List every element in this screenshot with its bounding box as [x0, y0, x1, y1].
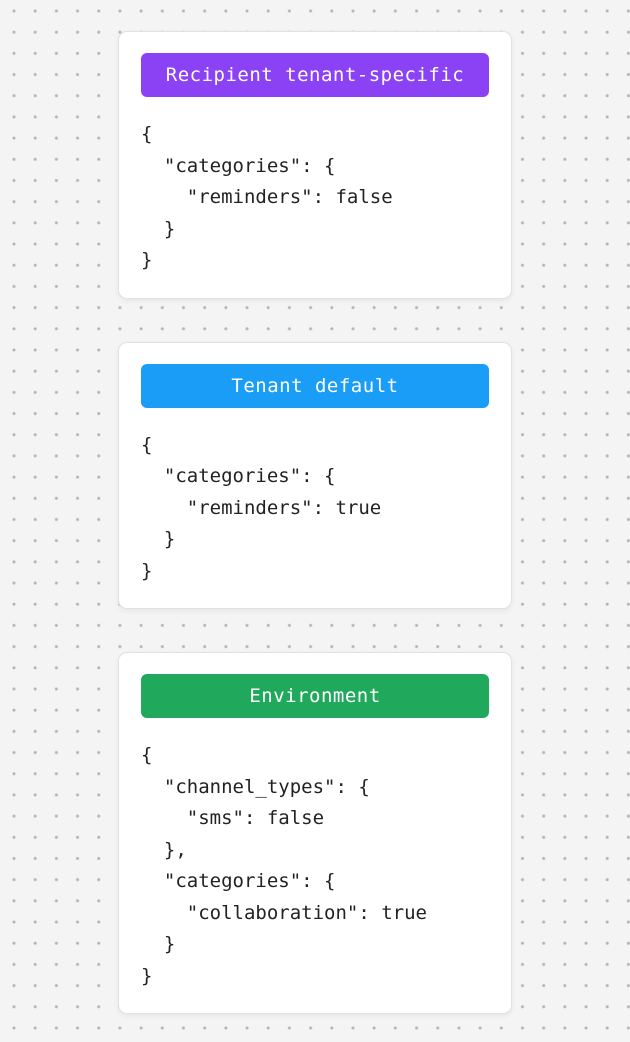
- json-line: "sms": false: [141, 807, 325, 829]
- tenant-default-json: { "categories": { "reminders": true } }: [141, 430, 489, 588]
- json-line: }: [141, 217, 176, 240]
- recipient-tenant-specific-json: { "categories": { "reminders": false } }: [141, 119, 489, 277]
- recipient-tenant-specific-badge: Recipient tenant-specific: [141, 53, 489, 97]
- json-line: "categories": {: [141, 870, 336, 892]
- json-line: "reminders": false: [141, 186, 393, 208]
- json-line: {: [141, 433, 153, 456]
- json-line: }: [141, 249, 153, 271]
- card-recipient-tenant-specific: Recipient tenant-specific { "categories"…: [118, 31, 512, 299]
- json-line: {: [141, 123, 153, 145]
- environment-badge: Environment: [141, 674, 489, 718]
- card-tenant-default: Tenant default { "categories": { "remind…: [118, 341, 512, 609]
- tenant-default-badge: Tenant default: [141, 363, 489, 408]
- environment-json: { "channel_types": { "sms": false }, "ca…: [141, 740, 489, 992]
- json-line: }: [141, 964, 153, 987]
- json-line: }: [141, 528, 176, 550]
- json-line: "reminders": true: [141, 496, 382, 519]
- json-line: }: [141, 559, 153, 582]
- json-line: "categories": {: [141, 465, 336, 487]
- json-line: {: [141, 744, 153, 766]
- card-environment: Environment { "channel_types": { "sms": …: [118, 652, 512, 1014]
- json-line: "collaboration": true: [141, 901, 427, 924]
- json-line: "channel_types": {: [141, 775, 370, 798]
- json-line: },: [141, 838, 187, 861]
- json-line: "categories": {: [141, 154, 336, 177]
- json-line: }: [141, 933, 176, 955]
